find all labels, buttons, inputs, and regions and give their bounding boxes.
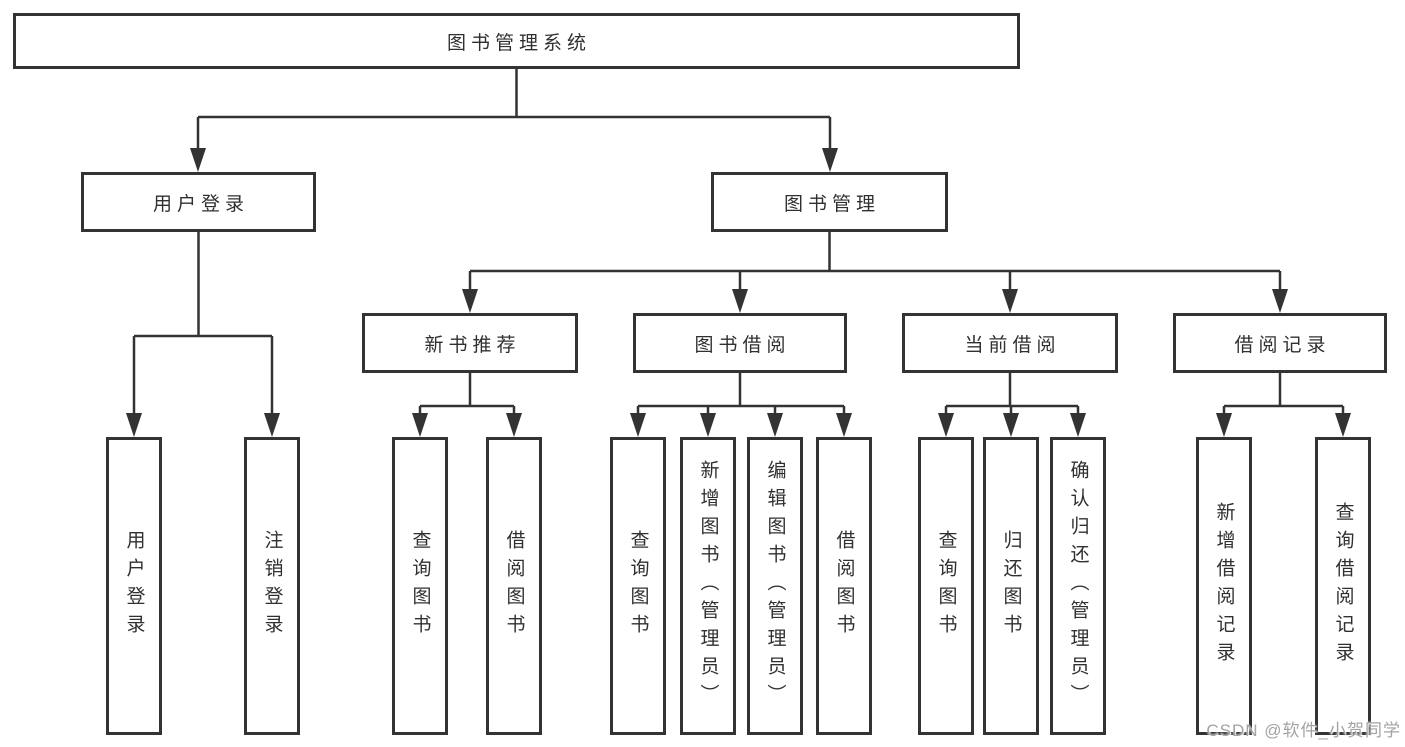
leaf-label: 注销登录 [261, 530, 283, 642]
leaf-confirm-return-admin: 确认归还（管理员） [1050, 437, 1106, 735]
node-label: 用户登录 [152, 193, 249, 215]
node-borrow-records: 借阅记录 [1173, 313, 1387, 373]
leaf-label: 用户登录 [123, 530, 145, 642]
leaf-add-book-admin: 新增图书（管理员） [680, 437, 736, 735]
leaf-edit-book-admin: 编辑图书（管理员） [747, 437, 803, 735]
node-current-borrow: 当前借阅 [902, 313, 1118, 373]
node-new-book-recommend: 新书推荐 [362, 313, 578, 373]
leaf-label: 查询图书 [627, 530, 649, 642]
leaf-query-books-recommend: 查询图书 [392, 437, 448, 735]
leaf-label: 确认归还（管理员） [1067, 460, 1089, 712]
leaf-label: 新增借阅记录 [1213, 502, 1235, 670]
node-label: 当前借阅 [964, 334, 1061, 356]
leaf-user-login: 用户登录 [106, 437, 162, 735]
node-label: 新书推荐 [424, 334, 521, 356]
leaf-borrow-books: 借阅图书 [816, 437, 872, 735]
node-label: 图书借阅 [694, 334, 791, 356]
node-book-borrow: 图书借阅 [633, 313, 847, 373]
leaf-logout: 注销登录 [244, 437, 300, 735]
leaf-label: 借阅图书 [503, 530, 525, 642]
leaf-return-book: 归还图书 [983, 437, 1039, 735]
leaf-label: 查询图书 [409, 530, 431, 642]
leaf-query-books-borrow: 查询图书 [610, 437, 666, 735]
node-label: 借阅记录 [1234, 334, 1331, 356]
node-user-login: 用户登录 [81, 172, 316, 232]
csdn-watermark: CSDN @软件_小贺同学 [1206, 721, 1401, 740]
leaf-label: 借阅图书 [833, 530, 855, 642]
leaf-label: 新增图书（管理员） [697, 460, 719, 712]
leaf-borrow-books-recommend: 借阅图书 [486, 437, 542, 735]
leaf-query-books-current: 查询图书 [918, 437, 974, 735]
leaf-label: 编辑图书（管理员） [764, 460, 786, 712]
node-label: 图书管理系统 [446, 32, 591, 54]
leaf-label: 查询图书 [935, 530, 957, 642]
leaf-query-borrow-record: 查询借阅记录 [1315, 437, 1371, 735]
arrowheads [126, 148, 1351, 437]
node-book-management: 图书管理 [711, 172, 948, 232]
node-label: 图书管理 [783, 193, 880, 215]
leaf-label: 查询借阅记录 [1332, 502, 1354, 670]
leaf-add-borrow-record: 新增借阅记录 [1196, 437, 1252, 735]
leaf-label: 归还图书 [1000, 530, 1022, 642]
node-library-management-system: 图书管理系统 [13, 13, 1020, 69]
